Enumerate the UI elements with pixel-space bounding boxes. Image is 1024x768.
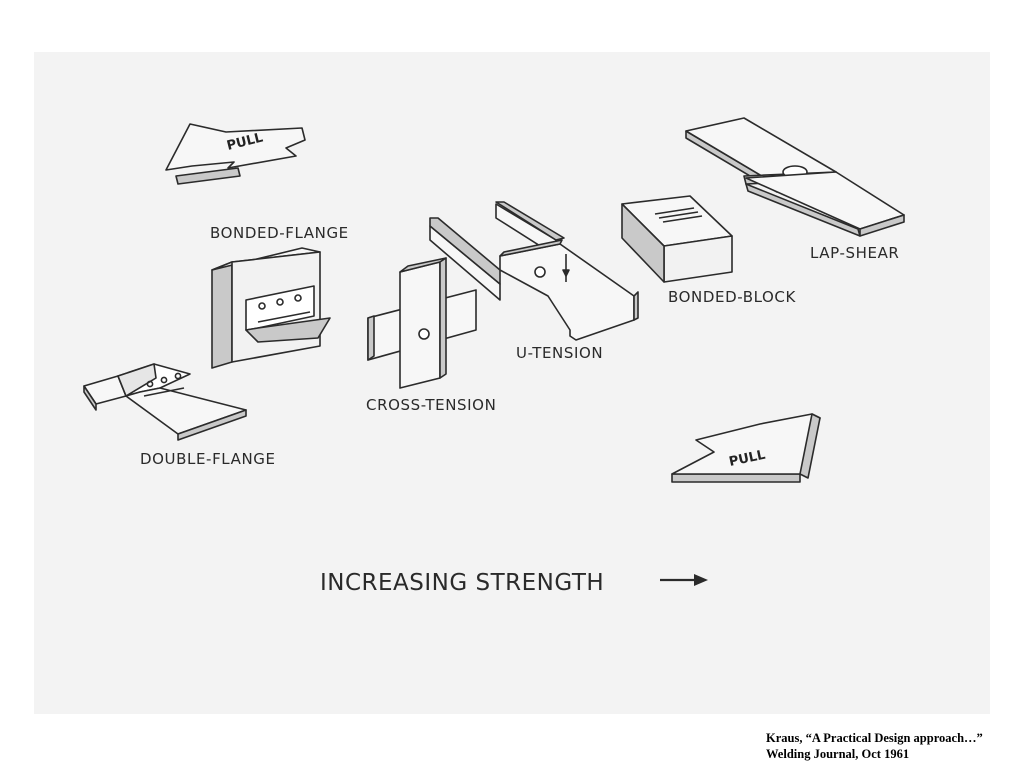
u-tension-specimen [429,201,639,341]
label-lap-shear: LAP-SHEAR [810,244,899,262]
pull-label-bottom: PULL [728,448,767,470]
citation: Kraus, “A Practical Design approach…” We… [766,730,1018,762]
bonded-block-specimen [621,195,733,283]
citation-author-title: Kraus, “A Practical Design approach…” [766,731,983,745]
citation-journal: Welding Journal, Oct 1961 [766,747,910,761]
label-cross-tension: CROSS-TENSION [366,396,496,414]
increasing-strength-caption: INCREASING STRENGTH [320,570,708,596]
pull-arrow-bottom: PULL [671,413,821,483]
increasing-strength-label: INCREASING STRENGTH [320,570,604,596]
label-bonded-flange: BONDED-FLANGE [210,224,349,242]
double-flange-specimen [83,363,247,441]
pull-arrow-top: PULL [165,123,306,185]
right-arrow-icon [660,574,708,586]
lap-shear-specimen [685,117,905,237]
label-double-flange: DOUBLE-FLANGE [140,450,276,468]
label-bonded-block: BONDED-BLOCK [668,288,797,306]
bonded-flange-specimen [211,247,331,369]
cross-tension-specimen [367,257,477,389]
label-u-tension: U-TENSION [516,344,603,362]
